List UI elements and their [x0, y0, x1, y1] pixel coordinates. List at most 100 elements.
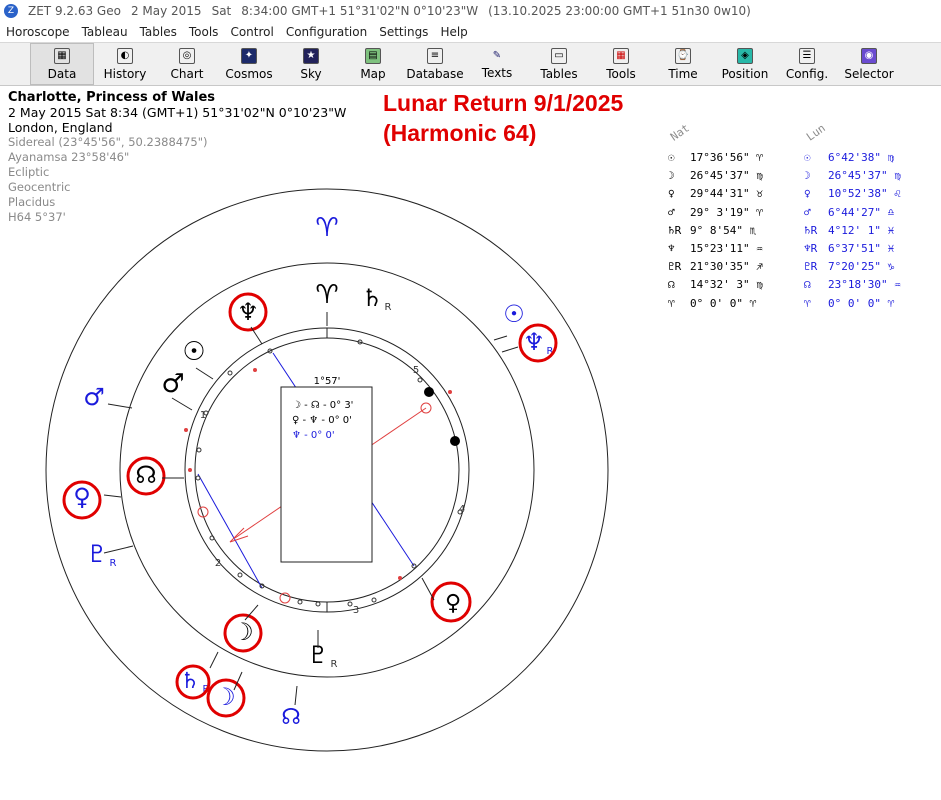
- table-row: ☊14°32' 3" ♍☊23°18'30" ♒: [668, 278, 928, 294]
- toolbar-map-button[interactable]: ▤Map: [342, 43, 404, 85]
- glyph-leader: [294, 685, 298, 706]
- lun-glyph: ♆R: [804, 242, 818, 255]
- menu-control[interactable]: Control: [230, 25, 274, 39]
- neptune-outer-glyph: ♆: [523, 328, 545, 356]
- tables-icon: ▭: [551, 47, 567, 64]
- toolbar-texts-button[interactable]: ✎ Texts: [466, 43, 528, 85]
- toolbar-cosmos-button[interactable]: ✦Cosmos: [218, 43, 280, 85]
- lun-glyph: ☽: [804, 169, 811, 183]
- house-number: 1: [200, 410, 206, 421]
- toolbar-label: Sky: [300, 66, 322, 81]
- birth-place: London, England: [8, 120, 113, 135]
- toolbar-chart-button[interactable]: ◎Chart: [156, 43, 218, 85]
- lunar-return-title: Lunar Return 9/1/2025 (Harmonic 64): [383, 88, 623, 148]
- menu-tables[interactable]: Tables: [139, 25, 177, 39]
- highlight-circle: [206, 678, 246, 718]
- title-extra: (13.10.2025 23:00:00 GMT+1 51n30 0w10): [488, 4, 751, 18]
- menu-tableau[interactable]: Tableau: [81, 25, 128, 39]
- glyph-leader: [421, 577, 435, 601]
- glyph-leader: [171, 397, 193, 411]
- glyph-leader: [103, 494, 122, 498]
- menu-bar: Horoscope Tableau Tables Tools Control C…: [0, 23, 941, 42]
- pluto-inner-glyph: ♇: [307, 641, 329, 669]
- house-number: 5: [413, 365, 419, 376]
- nat-position: 29°44'31" ♉: [690, 187, 763, 201]
- data-icon: ▦: [54, 47, 70, 64]
- glyph-leader: [493, 335, 508, 341]
- highlight-circle: [223, 613, 263, 653]
- nat-position: 17°36'56" ♈: [690, 151, 763, 164]
- toolbar-position-button[interactable]: ◈Position: [714, 43, 776, 85]
- mars-inner-glyph: ♂: [161, 369, 184, 399]
- node-outer-glyph: ☊: [281, 705, 301, 730]
- toolbar-tables-button[interactable]: ▭Tables: [528, 43, 590, 85]
- planet-marker: [267, 348, 273, 354]
- planet-marker: [237, 572, 243, 578]
- aries-outer-glyph: ♈: [315, 213, 338, 243]
- toolbar: ▦Data ◐History ◎Chart ✦Cosmos ★Sky ▤Map …: [0, 42, 941, 86]
- menu-settings[interactable]: Settings: [379, 25, 429, 39]
- toolbar-sky-button[interactable]: ★Sky: [280, 43, 342, 85]
- menu-tools[interactable]: Tools: [188, 25, 219, 39]
- planet-marker: [357, 339, 363, 345]
- lun-position: 4°12' 1" ♓: [828, 223, 895, 237]
- pluto-outer-glyph-retro: R: [110, 558, 117, 569]
- toolbar-config-button[interactable]: ☰Config.: [776, 43, 838, 85]
- toolbar-label: Position: [721, 66, 769, 81]
- toolbar-data-button[interactable]: ▦ Data: [30, 43, 94, 85]
- table-row: ♂29° 3'19" ♈♂6°44'27" ♎: [668, 206, 928, 222]
- house-number: 2: [215, 558, 221, 569]
- nat-position: 21°30'35" ♐: [690, 260, 763, 274]
- toolbar-database-button[interactable]: ≡Database: [404, 43, 466, 85]
- nat-glyph: ♄R: [668, 223, 682, 237]
- menu-configuration[interactable]: Configuration: [285, 25, 368, 39]
- toolbar-label: Data: [47, 66, 77, 81]
- lun-glyph: ☊: [804, 278, 811, 292]
- saturn-inner-glyph: ♄: [361, 284, 383, 312]
- table-row: ☽26°45'37" ♍☽26°45'37" ♍: [668, 169, 928, 185]
- toolbar-tools-button[interactable]: ▦Tools: [590, 43, 652, 85]
- nat-position: 29° 3'19" ♈: [690, 205, 763, 219]
- menu-horoscope[interactable]: Horoscope: [6, 25, 70, 39]
- lun-glyph: ♇R: [804, 260, 818, 274]
- house-number: 4: [459, 504, 465, 515]
- aspect-end-marker: [279, 592, 291, 604]
- glyph-leader: [103, 545, 134, 554]
- planet-marker: [297, 599, 303, 605]
- toolbar-selector-button[interactable]: ◉Selector: [838, 43, 900, 85]
- toolbar-label: Database: [406, 66, 464, 81]
- nat-glyph: ☉: [668, 151, 675, 164]
- chart-info: Charlotte, Princess of Wales 2 May 2015 …: [8, 90, 428, 225]
- toolbar-history-button[interactable]: ◐History: [94, 43, 156, 85]
- neptune-inner-glyph: ♆: [237, 298, 259, 326]
- highlight-circle: [430, 581, 472, 623]
- ayanamsa-info: Ayanamsa 23°58'46": [8, 150, 130, 164]
- menu-help[interactable]: Help: [440, 25, 468, 39]
- nat-position: 15°23'11" ♒: [690, 242, 763, 255]
- nat-glyph: ♇R: [668, 260, 682, 274]
- lun-glyph: ☉: [804, 151, 811, 164]
- venus-inner-glyph: ♀: [445, 591, 461, 616]
- toolbar-label: Cosmos: [225, 66, 273, 81]
- aspect-line: [197, 473, 263, 589]
- lun-position: 23°18'30" ♒: [828, 278, 901, 292]
- aries-inner-glyph: ♈: [315, 280, 338, 310]
- toolbar-label: Map: [360, 66, 386, 81]
- toolbar-label: Texts: [481, 65, 513, 80]
- geocentric-info: Geocentric: [8, 180, 71, 194]
- planet-marker: [196, 447, 202, 453]
- toolbar-time-button[interactable]: ⌚Time: [652, 43, 714, 85]
- nat-glyph: ♀: [668, 187, 675, 201]
- aspect-box-angle: 1°57': [314, 376, 341, 387]
- texts-icon: ✎: [492, 49, 502, 61]
- glyph-leader: [195, 367, 214, 380]
- app-title: ZET 9.2.63 Geo: [28, 4, 121, 18]
- red-marker: [398, 576, 402, 580]
- highlight-circle: [518, 323, 558, 363]
- lun-position: 10°52'38" ♌: [828, 187, 901, 201]
- glyph-leader: [244, 604, 259, 621]
